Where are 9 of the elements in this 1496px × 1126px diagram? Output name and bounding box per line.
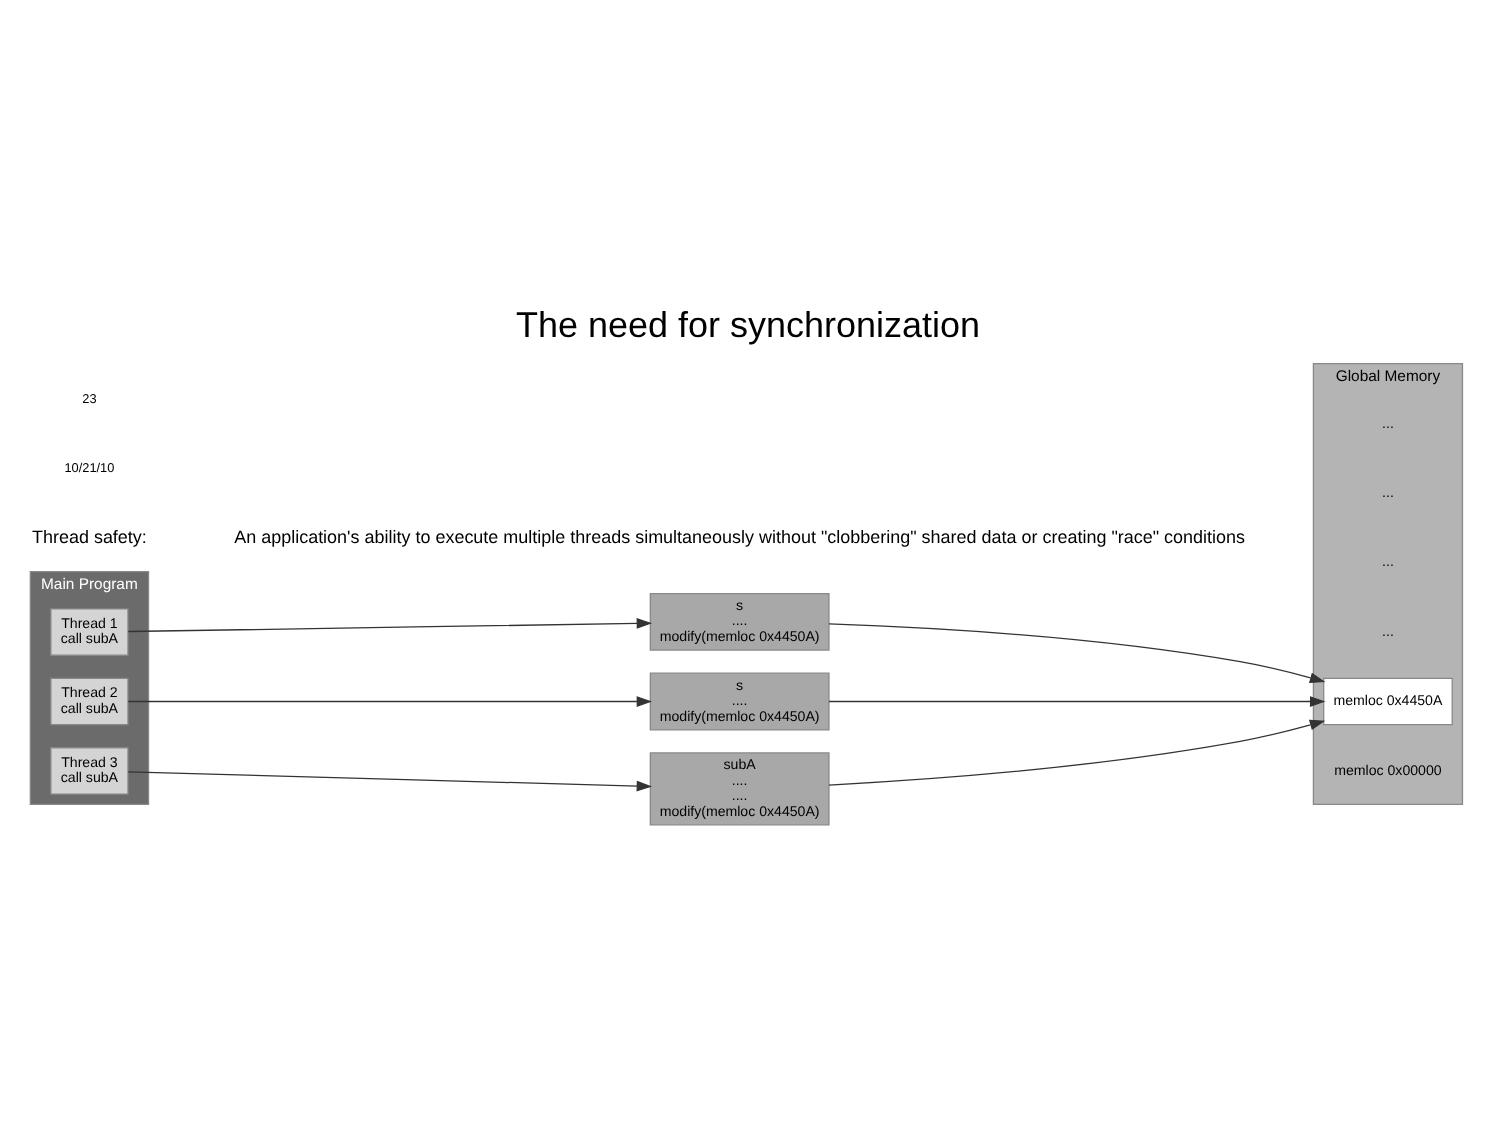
arrow (828, 622, 1326, 683)
label: An application's ability to execute multiple threads simultaneously without "clobbering" shared data or creating "race" conditions (234, 526, 1246, 547)
arrow (828, 718, 1326, 785)
arrow (127, 770, 653, 791)
arrow (127, 695, 653, 706)
label: Thread safety: (31, 526, 147, 547)
arrow (127, 617, 653, 632)
diagram-title: The need for synchronization (516, 304, 980, 345)
arrow (828, 695, 1326, 706)
